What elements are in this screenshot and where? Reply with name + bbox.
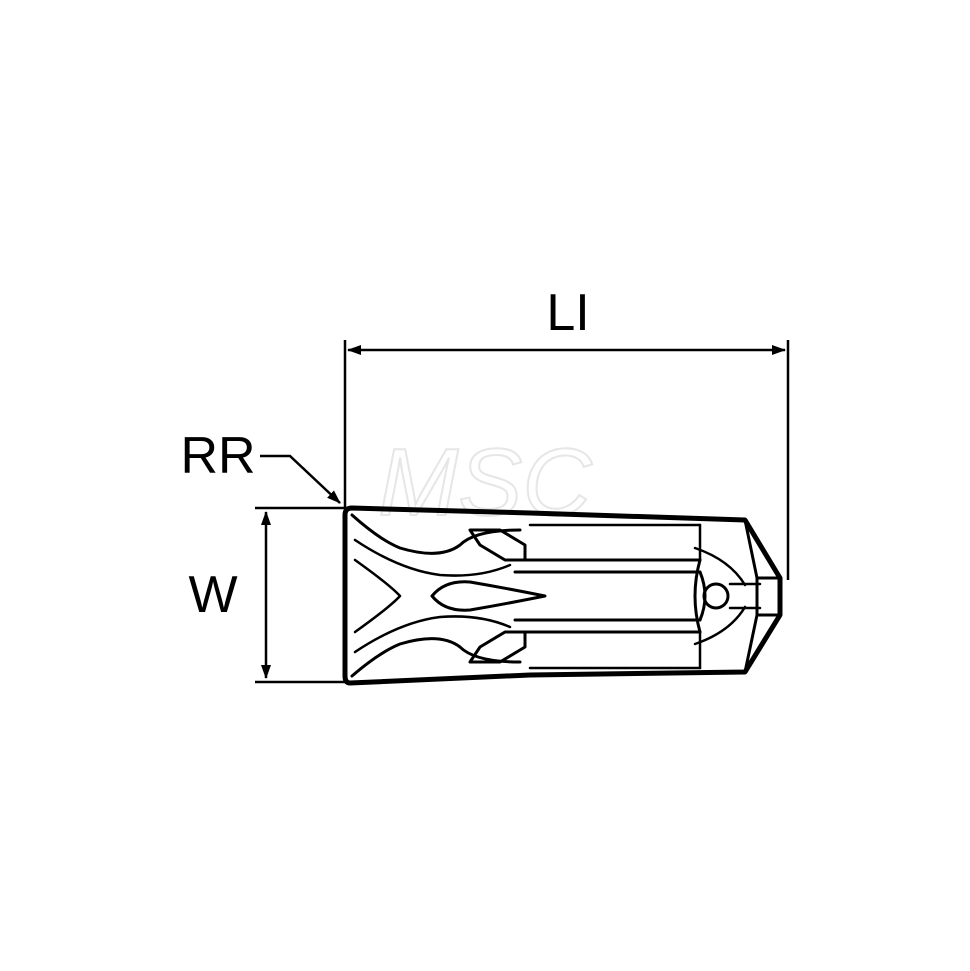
chip-breaker-center [430, 580, 547, 612]
corner-radius-callout: RR [180, 427, 341, 504]
length-label: LI [546, 284, 589, 342]
width-label: W [188, 566, 237, 624]
chip-breaker-bottom [350, 637, 522, 678]
corner-radius-leader [260, 454, 341, 504]
length-dimension: LI [343, 284, 790, 580]
width-dimension: W [188, 506, 350, 684]
watermark: MSC [378, 429, 592, 536]
corner-radius-label: RR [180, 427, 255, 485]
clamp-arc-top [693, 546, 747, 587]
chip-breaker-inner-bottom [353, 615, 512, 654]
chip-breaker-top [350, 513, 522, 555]
chip-breaker-inner-top [353, 538, 512, 577]
clamp-hole [702, 582, 730, 610]
insert-outline [342, 505, 783, 686]
pocket-top [468, 528, 527, 562]
clamp-slot [728, 582, 762, 610]
pocket-bottom [468, 630, 527, 664]
grooving-insert [342, 505, 783, 686]
chip-breaker-lobe [353, 558, 402, 634]
clamp-arc-bottom [693, 605, 747, 646]
